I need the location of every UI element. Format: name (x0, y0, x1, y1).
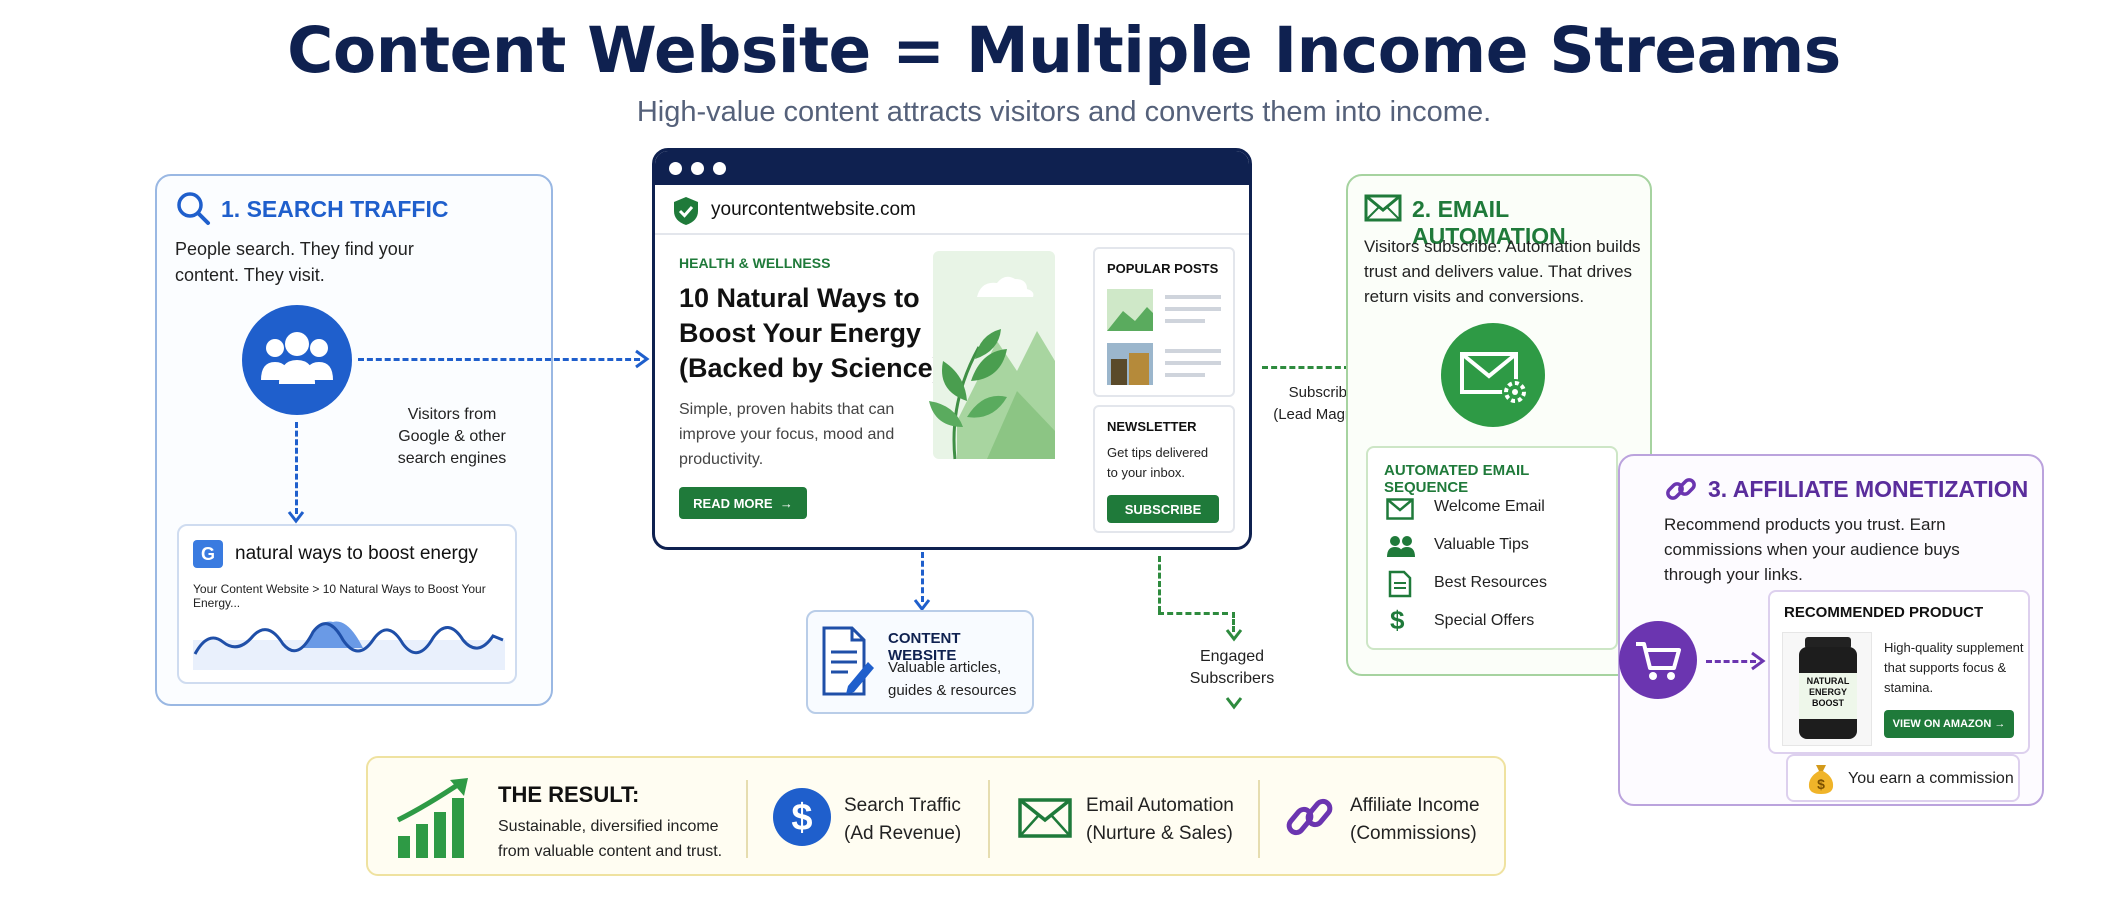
engaged-arrow-down (1158, 556, 1161, 612)
result-bar: THE RESULT: Sustainable, diversified inc… (366, 756, 1506, 876)
link-icon (1666, 478, 1696, 500)
search-traffic-desc-2: content. They visit. (175, 265, 325, 285)
arrow-head-down-icon (1225, 697, 1243, 710)
newsletter-desc: Get tips delivered to your inbox. (1107, 445, 1209, 480)
sequence-item: Welcome Email (1434, 498, 1545, 515)
arrow-right-icon: → (1994, 718, 2006, 730)
arrow-head-right-icon (1751, 651, 1766, 671)
article-headline[interactable]: 10 Natural Ways to Boost Your Energy (Ba… (679, 283, 942, 383)
window-dot-icon (691, 162, 704, 175)
window-dot-icon (669, 162, 682, 175)
search-to-website-arrow (358, 358, 640, 361)
affiliate-desc: Recommend products you trust. Earn commi… (1664, 515, 1960, 584)
email-sequence-title: AUTOMATED EMAIL SEQUENCE (1384, 462, 1529, 496)
product-label: NATURAL ENERGY BOOST (1799, 673, 1857, 719)
dollar-coin-icon: $ (773, 788, 831, 846)
dollar-icon: $ (1390, 605, 1405, 635)
arrow-head-down-icon (1225, 629, 1243, 642)
result-divider (1258, 780, 1260, 858)
cart-to-product-arrow (1706, 660, 1756, 663)
article-category: HEALTH & WELLNESS (679, 255, 831, 271)
users-icon (1387, 536, 1415, 557)
affiliate-link-icon (1286, 798, 1333, 836)
result-desc: Sustainable, diversified income from val… (498, 818, 723, 860)
sequence-item: Valuable Tips (1434, 536, 1529, 553)
commission-text: You earn a commission (1848, 770, 2014, 787)
google-icon: G (193, 540, 223, 568)
result-title: THE RESULT: (498, 782, 640, 807)
sequence-item: Special Offers (1434, 612, 1535, 629)
popular-post-thumbnails[interactable] (1107, 289, 1227, 389)
svg-text:$: $ (1817, 776, 1825, 792)
result-divider (746, 780, 748, 858)
content-website-desc: Valuable articles, guides & resources (888, 659, 1017, 699)
result-divider (988, 780, 990, 858)
window-dot-icon (713, 162, 726, 175)
search-traffic-desc-1: People search. They find your (175, 239, 414, 259)
growth-chart-icon (396, 778, 468, 858)
sequence-item: Best Resources (1434, 574, 1547, 591)
email-stream-envelope-icon (1018, 798, 1072, 838)
affiliate-monetization-card: 3. AFFILIATE MONETIZATION Recommend prod… (1618, 454, 2044, 806)
recommended-product-box: RECOMMENDED PRODUCT NATURAL ENERGY BOOST… (1768, 590, 2030, 754)
email-gear-icon (1441, 323, 1545, 427)
visitors-icon (242, 305, 352, 415)
content-website-box: CONTENT WEBSITE Valuable articles, guide… (806, 610, 1034, 714)
shopping-cart-icon (1619, 621, 1697, 699)
envelope-icon (1364, 194, 1402, 222)
commission-badge: $ You earn a commission (1786, 754, 2020, 802)
result-stream-email: Email Automation (Nurture & Sales) (1086, 795, 1234, 844)
article-summary: Simple, proven habits that can improve y… (679, 401, 895, 468)
money-bag-icon: $ (1808, 765, 1834, 794)
page-subtitle: High-value content attracts visitors and… (636, 96, 1492, 128)
product-box-title: RECOMMENDED PRODUCT (1784, 604, 1984, 621)
popular-posts-title: POPULAR POSTS (1107, 261, 1219, 276)
newsletter-title: NEWSLETTER (1107, 419, 1197, 434)
email-automation-desc: Visitors subscribe. Automation builds tr… (1364, 237, 1641, 306)
engaged-subscribers-note: Engaged Subscribers (1189, 648, 1275, 687)
engaged-arrow-down-2 (1232, 612, 1235, 632)
read-more-button[interactable]: READ MORE → (679, 487, 807, 519)
affiliate-title: 3. AFFILIATE MONETIZATION (1708, 476, 2029, 502)
email-automation-title: 2. EMAIL AUTOMATION (1412, 196, 1566, 249)
search-result-box: G natural ways to boost energy Your Cont… (177, 524, 517, 684)
url-bar[interactable]: yourcontentwebsite.com (655, 185, 1249, 235)
subscribe-button[interactable]: SUBSCRIBE (1107, 495, 1219, 523)
search-result-line: Your Content Website > 10 Natural Ways t… (193, 582, 486, 610)
website-mockup: yourcontentwebsite.com HEALTH & WELLNESS… (652, 148, 1252, 550)
popular-posts-widget: POPULAR POSTS (1093, 247, 1235, 397)
visitors-arrow-down (295, 422, 298, 514)
arrow-head-down-icon (287, 511, 305, 524)
newsletter-widget: NEWSLETTER Get tips delivered to your in… (1093, 405, 1235, 533)
product-desc: High-quality supplement that supports fo… (1884, 640, 2024, 695)
document-icon (1388, 570, 1412, 598)
document-edit-icon (822, 626, 874, 696)
product-image[interactable]: NATURAL ENERGY BOOST (1782, 632, 1872, 746)
search-traffic-title: 1. SEARCH TRAFFIC (221, 196, 449, 222)
welcome-envelope-icon (1386, 498, 1414, 520)
arrow-head-right-icon (635, 349, 650, 369)
search-query[interactable]: natural ways to boost energy (235, 543, 478, 564)
website-to-content-arrow (921, 552, 924, 602)
browser-top-bar (655, 151, 1249, 185)
site-url: yourcontentwebsite.com (711, 199, 916, 220)
visitors-note: Visitors from Google & other search engi… (397, 406, 507, 467)
email-sequence-box: AUTOMATED EMAIL SEQUENCE Welcome Email V… (1366, 446, 1618, 650)
search-traffic-card: 1. SEARCH TRAFFIC People search. They fi… (155, 174, 553, 706)
view-on-amazon-button[interactable]: VIEW ON AMAZON → (1884, 710, 2014, 738)
content-website-title: CONTENT WEBSITE (888, 630, 961, 664)
engaged-arrow-right (1158, 612, 1228, 615)
search-icon (177, 192, 210, 225)
traffic-wave-chart (193, 621, 505, 670)
article-image-plant (929, 251, 1055, 460)
shield-check-icon (674, 197, 698, 225)
result-stream-affiliate: Affiliate Income (Commissions) (1350, 795, 1480, 844)
arrow-head-down-icon (913, 599, 931, 612)
email-automation-card: 2. EMAIL AUTOMATION Visitors subscribe. … (1346, 174, 1652, 676)
arrow-right-icon: → (779, 495, 793, 511)
page-title: Content Website = Multiple Income Stream… (287, 14, 1841, 87)
svg-text:$: $ (791, 797, 812, 839)
result-stream-search: Search Traffic (Ad Revenue) (844, 795, 962, 844)
